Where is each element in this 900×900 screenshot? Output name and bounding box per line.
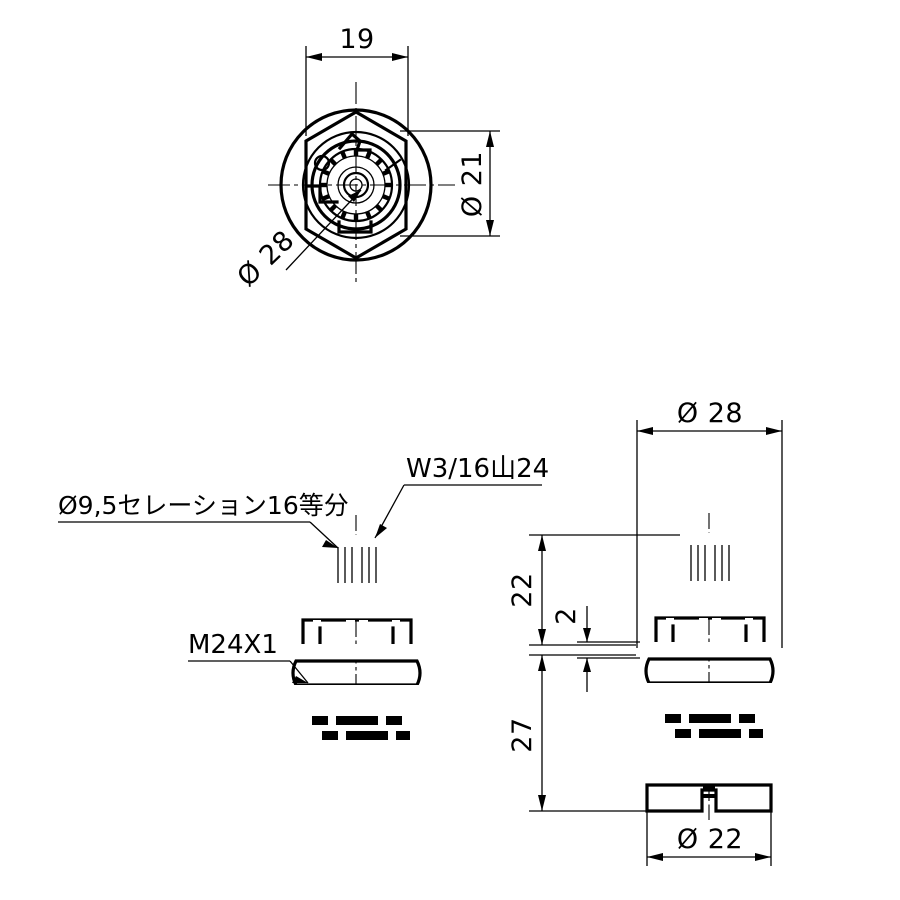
dim-label-d21: Ø 21 — [457, 151, 488, 217]
dim-label-22: 22 — [507, 572, 538, 607]
dim-label-2: 2 — [551, 607, 582, 625]
side-view-body-lower-slot — [645, 783, 773, 813]
front-view-note-thread-top: W3/16山24 — [374, 454, 549, 539]
top-view-outer-circle — [279, 108, 433, 262]
note-label-thread-body: M24X1 — [188, 630, 278, 660]
top-view-bottom-slot — [337, 220, 373, 234]
front-view-body-ring — [292, 775, 420, 787]
side-view-bonnet-top — [658, 602, 761, 618]
side-view-slot-mark-2 — [703, 794, 715, 798]
side-view-body-ring — [645, 773, 773, 785]
front-view-flange — [284, 644, 429, 660]
top-view-index-tab — [337, 131, 372, 152]
top-view-dim-19: 19 — [305, 24, 409, 136]
side-view-dim-2: 2 — [551, 606, 640, 692]
dim-label-27: 27 — [507, 717, 538, 752]
side-view-body-upper — [645, 745, 773, 773]
top-view-keyway — [304, 184, 339, 204]
side-view-slot-mark-1 — [703, 786, 715, 790]
side-view-knurled-knob — [683, 533, 736, 585]
side-view-castellation — [652, 709, 767, 745]
dim-label-d28-top: Ø 28 — [232, 225, 301, 293]
side-view: Ø 28 22 2 27 — [507, 398, 783, 866]
top-view-stem-outer — [337, 166, 375, 204]
front-view-thread-barrel — [292, 685, 422, 711]
dim-label-19: 19 — [339, 24, 374, 55]
front-view-body-upper — [292, 747, 420, 775]
top-view-serration-teeth — [320, 149, 392, 221]
top-view: 19 Ø 21 Ø 28 — [232, 24, 500, 293]
side-view-flange — [637, 642, 782, 658]
front-view-note-thread-body: M24X1 — [188, 630, 309, 684]
side-view-dim-27: 27 — [507, 654, 646, 812]
front-view: Ø9,5セレーション16等分 W3/16山24 M24X1 — [58, 454, 549, 813]
front-view-body-lower — [294, 787, 418, 813]
front-view-castellation — [299, 711, 414, 747]
side-view-thread-barrel — [645, 683, 775, 709]
side-view-stem-collar — [682, 585, 737, 602]
top-view-hex-body — [304, 110, 408, 260]
note-label-serration: Ø9,5セレーション16等分 — [58, 491, 349, 520]
top-view-dim-d28: Ø 28 — [232, 189, 362, 293]
front-view-bonnet-top — [305, 604, 408, 620]
front-view-note-serration: Ø9,5セレーション16等分 — [58, 491, 349, 549]
side-view-dim-d22: Ø 22 — [646, 811, 772, 866]
side-view-dim-22: 22 — [507, 534, 680, 646]
top-view-stem-bore — [349, 178, 363, 192]
dim-label-d28-side: Ø 28 — [677, 398, 743, 429]
dim-label-d22: Ø 22 — [677, 824, 743, 855]
top-view-flat-mark — [384, 158, 402, 172]
front-view-stem-collar — [329, 587, 384, 604]
top-view-pin-hole — [313, 154, 331, 172]
side-view-dim-d28: Ø 28 — [636, 398, 783, 648]
top-view-dim-d21: Ø 21 — [400, 130, 500, 237]
note-label-thread-top: W3/16山24 — [406, 454, 549, 484]
front-view-knurled-knob — [330, 535, 383, 587]
top-view-bonnet-circle — [301, 130, 411, 240]
